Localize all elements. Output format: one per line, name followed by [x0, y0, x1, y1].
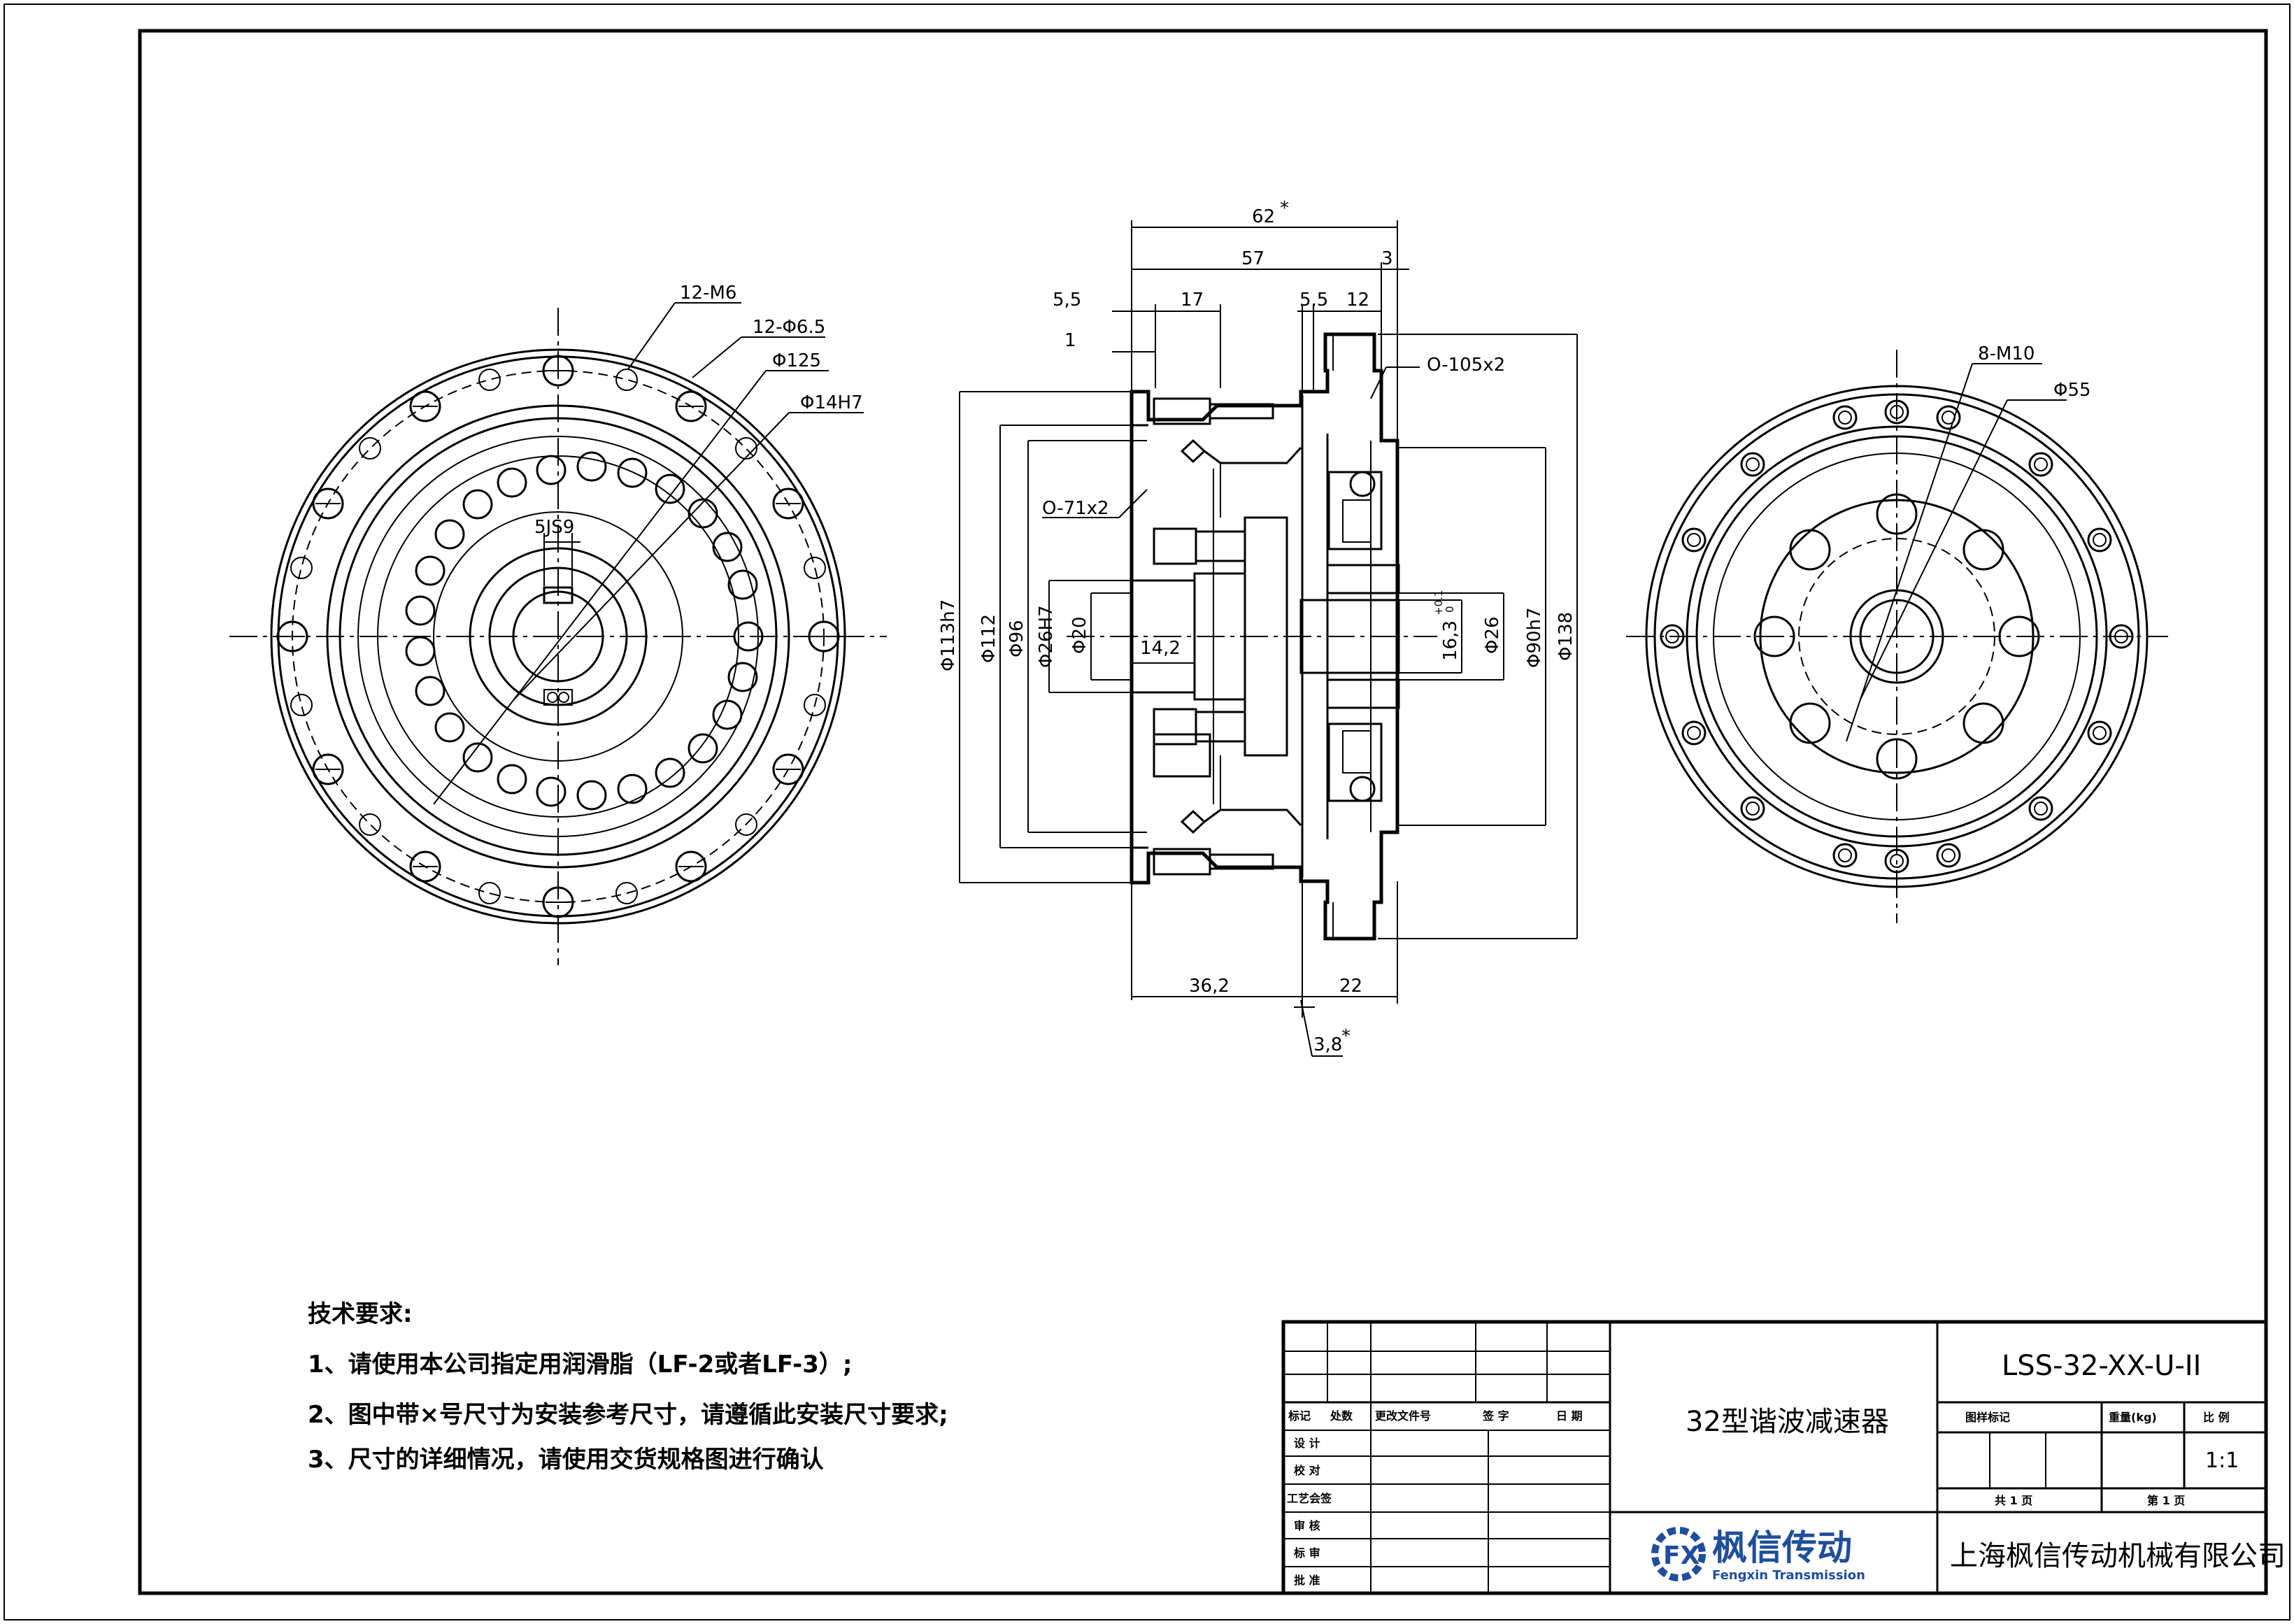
rev-header-sign: 签 字 — [1482, 1409, 1509, 1423]
dim-17: 17 — [1181, 290, 1204, 311]
left-view: 12-M6 12-Φ6.5 Φ125 Φ14H7 5JS9 — [229, 283, 887, 965]
sheets-total: 共 1 页 — [1995, 1494, 2032, 1507]
label-o-ring-71: O-71x2 — [1042, 498, 1109, 519]
dim-3-8: 3,8 — [1313, 1034, 1342, 1055]
dim-112: Φ112 — [978, 614, 999, 663]
section-dimension-lines — [959, 220, 1578, 1057]
right-view: 8-M10 Φ55 — [1626, 343, 2168, 923]
role-approve: 批 准 — [1294, 1574, 1320, 1587]
dim-16-3: 16,3 — [1440, 620, 1461, 661]
role-process: 工艺会签 — [1287, 1492, 1332, 1505]
role-standard: 标 审 — [1293, 1546, 1320, 1560]
dim-3-8-mark: * — [1341, 1026, 1351, 1047]
left-leaders — [433, 302, 864, 805]
dim-16-3-tol-up: +0.1 — [1432, 590, 1445, 615]
section-view: 62 * 57 3 5,5 17 5,5 12 1 O-105x2 O-71x2… — [938, 198, 1578, 1057]
note-3: 3、尺寸的详细情况，请使用交货规格图进行确认 — [308, 1446, 824, 1474]
meta-header-mark: 图样标记 — [1965, 1411, 2010, 1424]
title-block: 标记 处数 更改文件号 签 字 日 期 设 计 校 对 工艺会签 审 核 标 审… — [1281, 1320, 2286, 1595]
sheet-number: 第 1 页 — [2147, 1494, 2185, 1507]
company-name: 上海枫信传动机械有限公司 — [1950, 1540, 2286, 1572]
rev-header-doc: 更改文件号 — [1375, 1409, 1431, 1423]
role-design: 设 计 — [1294, 1437, 1320, 1450]
dim-36-2: 36,2 — [1189, 976, 1230, 997]
dim-14-2: 14,2 — [1140, 638, 1181, 659]
dim-3: 3 — [1381, 248, 1393, 269]
dim-26h7: Φ26H7 — [1036, 605, 1057, 668]
scale-value: 1:1 — [2205, 1448, 2239, 1473]
rev-header-date: 日 期 — [1556, 1409, 1583, 1423]
label-o-ring-105: O-105x2 — [1427, 355, 1505, 376]
dim-22: 22 — [1339, 976, 1362, 997]
role-review: 审 核 — [1294, 1519, 1320, 1532]
logo-text-en: Fengxin Transmission — [1712, 1568, 1865, 1583]
notes-title: 技术要求: — [308, 1300, 413, 1328]
output-tapped-holes — [1753, 493, 2040, 780]
sheet-outer-border — [3, 3, 2291, 1621]
drawing-number: LSS-32-XX-U-II — [2002, 1350, 2201, 1382]
label-d55: Φ55 — [2053, 380, 2091, 401]
label-12-hole: 12-Φ6.5 — [753, 317, 825, 338]
label-12-m6: 12-M6 — [680, 283, 736, 304]
dim-16-3-tol-lo: 0 — [1444, 606, 1456, 613]
dim-138: Φ138 — [1555, 612, 1576, 661]
dim-57: 57 — [1241, 248, 1264, 269]
logo-text-cn: 枫信传动 — [1712, 1527, 1852, 1568]
dim-96: Φ96 — [1006, 620, 1027, 657]
dim-90h7: Φ90h7 — [1524, 607, 1545, 668]
dim-20: Φ20 — [1069, 616, 1090, 654]
meta-header-weight: 重量(kg) — [2109, 1411, 2157, 1424]
bolt-holes — [276, 355, 840, 918]
technical-notes: 技术要求: 1、请使用本公司指定用润滑脂（LF-2或者LF-3）; 2、图中带×… — [308, 1300, 948, 1474]
dim-62: 62 — [1252, 206, 1275, 227]
dim-1: 1 — [1064, 330, 1076, 351]
logo-mark: FX — [1663, 1541, 1700, 1570]
company-logo: FX 枫信传动 Fengxin Transmission — [1651, 1527, 1865, 1583]
dim-5-5-right: 5,5 — [1299, 290, 1328, 311]
meta-header-scale: 比 例 — [2203, 1411, 2230, 1424]
dim-12: 12 — [1346, 290, 1369, 311]
label-pcd-125: Φ125 — [772, 350, 821, 371]
label-key-5js9: 5JS9 — [534, 517, 574, 538]
note-1: 1、请使用本公司指定用润滑脂（LF-2或者LF-3）; — [308, 1351, 852, 1379]
rev-header-count: 处数 — [1330, 1409, 1353, 1423]
bearing-rollers — [405, 451, 764, 811]
role-check: 校 对 — [1294, 1464, 1320, 1477]
label-bore-14h7: Φ14H7 — [800, 392, 863, 413]
note-2: 2、图中带×号尺寸为安装参考尺寸，请遵循此安装尺寸要求; — [308, 1401, 948, 1429]
label-8-m10: 8-M10 — [1978, 343, 2035, 364]
dim-26: Φ26 — [1482, 616, 1503, 654]
dim-62-mark: * — [1280, 198, 1289, 219]
dim-5-5-left: 5,5 — [1053, 290, 1081, 311]
product-name: 32型谐波减速器 — [1686, 1406, 1889, 1438]
sheet-inner-border — [138, 29, 2268, 1595]
output-bolt-circles — [1660, 399, 2134, 874]
dim-113h7: Φ113h7 — [938, 599, 959, 671]
rev-header-mark: 标记 — [1288, 1409, 1311, 1423]
